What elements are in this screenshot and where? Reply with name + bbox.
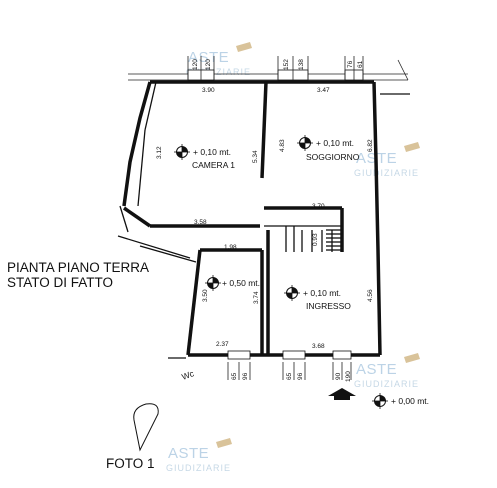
dim-win-top-1a: 120 (192, 59, 199, 70)
dim-camera-width: 3.90 (202, 87, 215, 94)
watermark-tagline: GIUDIZIARIE (166, 463, 231, 473)
gavel-icon (236, 42, 252, 52)
level-outside: + 0,00 mt. (391, 396, 429, 406)
watermark-brand: ASTE (356, 361, 397, 378)
dim-corridor-width: 3.58 (194, 219, 207, 226)
plan-title-line1: PIANTA PIANO TERRA (7, 260, 149, 275)
dim-ingresso-right: 4.56 (367, 289, 374, 302)
dim-soggiorno-width: 3.47 (317, 87, 330, 94)
bottom-openings: 65 96 65 96 90 190 (227, 350, 352, 382)
dim-wc-side: 3.50 (202, 289, 209, 302)
dim-win-top-3a: 76 (347, 60, 354, 68)
level-marker-outside: + 0,00 mt. (372, 393, 429, 409)
plan-title-line2: STATO DI FATTO (7, 275, 113, 290)
watermark-tagline: GIUDIZIARIE (354, 379, 419, 389)
level-marker-camera: + 0,10 mt. (174, 144, 231, 160)
photo-label: FOTO 1 (106, 456, 155, 471)
level-camera: + 0,10 mt. (193, 147, 231, 157)
dim-win-bot-2a: 65 (286, 372, 293, 380)
watermark-top: ASTE GIUDIZIARIE (186, 42, 252, 77)
dim-ingresso-left: 3.74 (253, 291, 260, 304)
dim-soggiorno-right: 6.82 (367, 139, 374, 152)
watermark-brand: ASTE (168, 445, 209, 462)
top-dimension-strip: 120 120 152 138 76 61 (128, 56, 409, 82)
room-label-ingresso: INGRESSO (306, 301, 351, 311)
dim-stair-width: 3.70 (312, 203, 325, 210)
dim-door-b: 190 (345, 371, 352, 382)
room-label-soggiorno: SOGGIORNO (306, 152, 360, 162)
dim-win-top-2b: 138 (298, 59, 305, 70)
gavel-icon (404, 142, 420, 152)
level-marker-soggiorno: + 0,10 mt. (297, 135, 354, 151)
level-marker-wc: + 0,50 mt. (205, 275, 260, 291)
dim-win-bot-1b: 96 (242, 372, 249, 380)
dim-stair-depth: 0.93 (312, 233, 319, 246)
level-soggiorno: + 0,10 mt. (316, 138, 354, 148)
level-wc: + 0,50 mt. (222, 278, 260, 288)
dim-wc-bottom: 2.37 (216, 341, 229, 348)
watermark-brand: ASTE (188, 49, 229, 66)
gavel-icon (404, 353, 420, 363)
watermark-tagline: GIUDIZIARIE (354, 168, 419, 178)
entrance-arrow-icon (328, 388, 356, 400)
watermark-lower: ASTE GIUDIZIARIE (354, 353, 420, 389)
dim-win-top-3b: 61 (357, 60, 364, 68)
dim-soggiorno-left: 4.83 (279, 139, 286, 152)
dim-ingresso-bottom: 3.68 (312, 343, 325, 350)
staircase (285, 226, 342, 252)
dim-win-bot-2b: 96 (297, 372, 304, 380)
dim-win-bot-1a: 65 (231, 372, 238, 380)
photo-viewpoint-icon (133, 403, 159, 452)
dim-wc-top: 1.98 (224, 244, 237, 251)
room-label-camera: CAMERA 1 (192, 160, 235, 170)
watermark-middle: ASTE GIUDIZIARIE (354, 142, 420, 178)
dim-door-a: 90 (335, 372, 342, 380)
watermark-bottom: ASTE GIUDIZIARIE (166, 438, 232, 473)
dim-win-top-2a: 152 (283, 59, 290, 70)
level-ingresso: + 0,10 mt. (303, 288, 341, 298)
walls (117, 80, 410, 359)
gavel-icon (216, 438, 232, 448)
dim-win-top-1b: 120 (205, 59, 212, 70)
interior-dimensions: 3.90 3.47 3.12 5.34 4.83 6.82 3.58 3.70 … (156, 87, 374, 350)
room-label-wc: Wc (180, 368, 196, 382)
level-marker-ingresso: + 0,10 mt. (284, 285, 341, 301)
dim-separator-wall: 5.34 (252, 150, 259, 163)
dim-camera-height: 3.12 (156, 146, 163, 159)
watermark-tagline: GIUDIZIARIE (186, 67, 251, 77)
